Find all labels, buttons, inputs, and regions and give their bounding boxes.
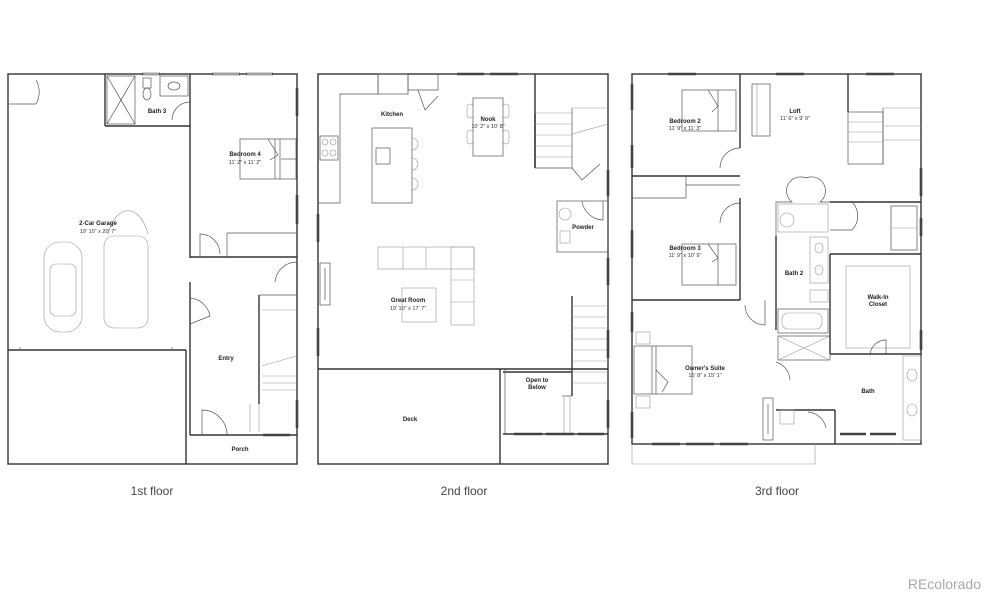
room-label-open-to-below-2: Below <box>528 385 546 391</box>
room-dim-bedroom-4: 11' 2" x 11' 2" <box>229 160 261 166</box>
room-label-walk-in-closet: Walk-In <box>867 295 888 301</box>
floor-label-2nd: 2nd floor <box>440 484 488 498</box>
room-dim-nook: 10' 2" x 10' 8" <box>471 124 504 130</box>
suv-icon <box>103 210 149 329</box>
floor-label-1st: 1st floor <box>130 484 174 498</box>
room-label-bath-3: Bath 3 <box>148 109 167 115</box>
room-label-bath-2: Bath 2 <box>785 271 804 277</box>
room-dim-bedroom-3: 11' 9" x 10' 9" <box>669 253 702 259</box>
room-label-bedroom-3: Bedroom 3 <box>669 246 701 252</box>
third-floor-plan: Bedroom 2 11' 9" x 11' 3" Loft 11' 6" x … <box>630 72 923 465</box>
room-label-owners-suite: Owner's Suite <box>685 366 725 372</box>
watermark-logo: REcolorado <box>907 576 981 592</box>
room-label-walk-in-closet-2: Closet <box>869 302 887 308</box>
room-label-entry: Entry <box>218 356 234 362</box>
room-dim-owners-suite: 15' 8" x 15' 1" <box>688 373 721 379</box>
first-floor-plan: Bath 3 Bedroom 4 11' 2" x 11' 2" 2-Car G… <box>7 72 299 465</box>
room-label-powder: Powder <box>572 225 594 231</box>
room-label-nook: Nook <box>481 117 497 123</box>
floor-label-3rd: 3rd floor <box>754 484 800 498</box>
room-label-loft: Loft <box>789 109 800 115</box>
second-floor-plan: Kitchen Nook 10' 2" x 10' 8" Powder Grea… <box>316 72 610 465</box>
room-dim-bedroom-2: 11' 9" x 11' 3" <box>669 126 701 132</box>
room-label-open-to-below: Open to <box>526 378 549 384</box>
room-label-great-room: Great Room <box>391 298 425 304</box>
room-label-bedroom-2: Bedroom 2 <box>669 119 701 125</box>
room-label-bedroom-4: Bedroom 4 <box>229 152 261 158</box>
room-dim-great-room: 19' 10" x 17' 7" <box>390 306 426 312</box>
room-dim-loft: 11' 6" x 9' 9" <box>780 116 810 122</box>
room-label-garage: 2-Car Garage <box>79 221 117 227</box>
room-label-master-bath: Bath <box>861 389 875 395</box>
room-label-deck: Deck <box>403 417 418 423</box>
room-label-porch: Porch <box>231 447 248 453</box>
room-dim-garage: 19' 10" x 20' 7" <box>80 229 116 235</box>
room-label-kitchen: Kitchen <box>381 112 403 118</box>
car-icon <box>43 241 83 333</box>
